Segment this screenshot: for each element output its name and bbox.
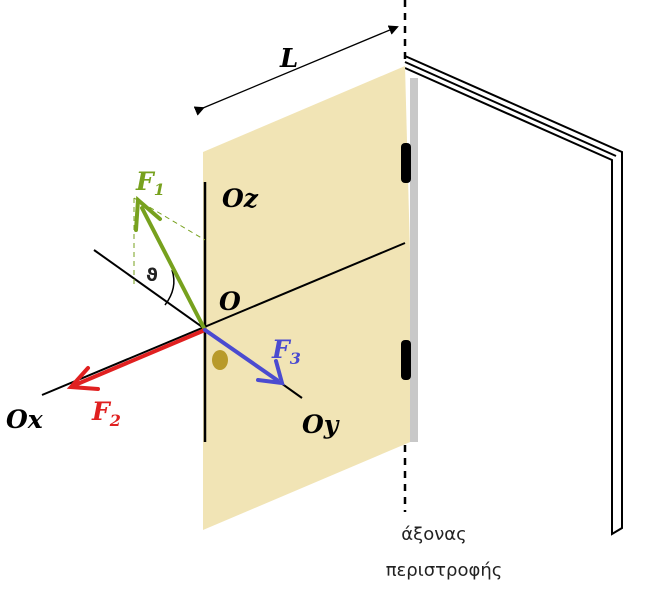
force-f1-arrow: [134, 195, 207, 332]
axis-y-label: Oy: [302, 410, 340, 439]
hinge-top-icon: [401, 143, 411, 183]
axis-caption-line2: περιστροφής: [386, 560, 503, 581]
axis-z-label: Oz: [222, 184, 259, 213]
axis-x-line: [41, 242, 406, 396]
force-f3-label: F3: [271, 335, 301, 368]
origin-label: O: [219, 287, 241, 316]
angle-arc: [164, 269, 175, 306]
axis-x-label: Ox: [6, 405, 44, 434]
length-dimension-line: [193, 25, 399, 116]
door-panel: [203, 66, 415, 530]
force-f2-arrow: [66, 328, 207, 391]
axis-caption-line1: άξονας: [401, 524, 466, 545]
length-label: L: [279, 44, 298, 74]
hinge-edge: [410, 78, 418, 442]
angle-label: ϑ: [146, 265, 158, 286]
door-frame: [404, 55, 623, 536]
force-f3-arrow: [203, 328, 285, 386]
force-f2-label: F2: [91, 397, 121, 430]
hinge-bottom-icon: [401, 340, 411, 380]
force-f1-label: F1: [135, 167, 165, 199]
door-knob-icon: [212, 350, 228, 370]
